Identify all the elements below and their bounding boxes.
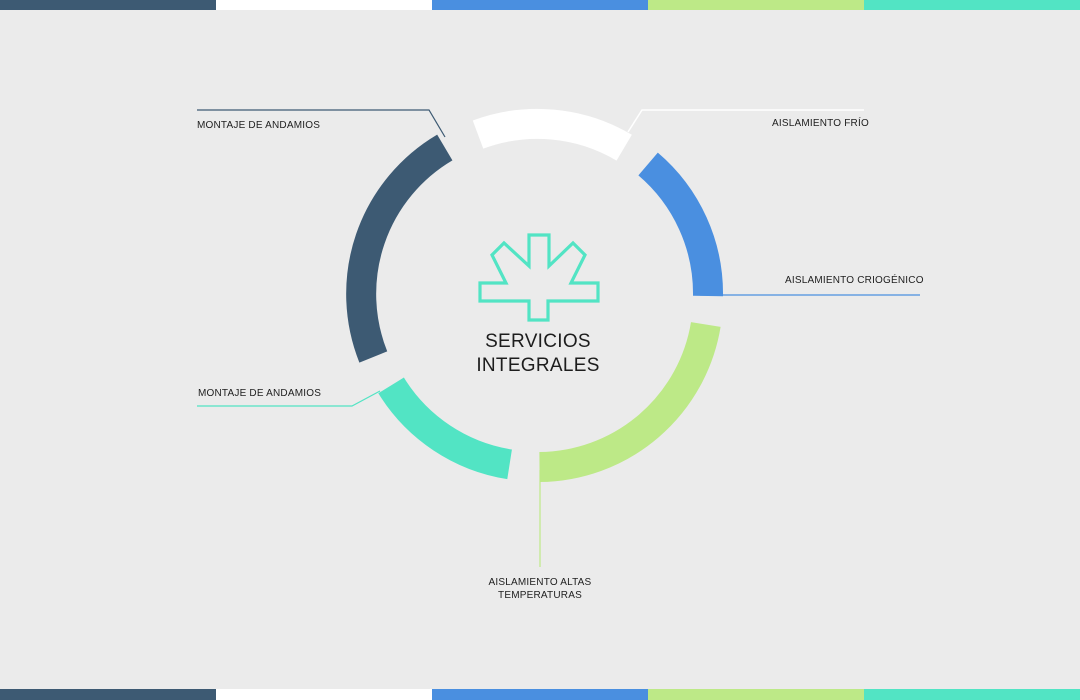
center-title-line2: INTEGRALES bbox=[476, 355, 600, 376]
label-montaje-andamios-top: MONTAJE DE ANDAMIOS bbox=[197, 120, 321, 131]
center-title-line1: SERVICIOS bbox=[485, 331, 591, 352]
label-altas-line1: AISLAMIENTO ALTAS bbox=[488, 577, 592, 588]
segment-aislamiento-frio[interactable] bbox=[472, 108, 632, 161]
label-altas-line2: TEMPERATURAS bbox=[498, 590, 582, 601]
center-title: SERVICIOS INTEGRALES bbox=[438, 330, 638, 378]
stripe-light-green bbox=[648, 0, 864, 10]
stripe-light-green bbox=[648, 689, 864, 700]
stripe-mint bbox=[864, 0, 1080, 10]
label-montaje-andamios-bottom: MONTAJE DE ANDAMIOS bbox=[198, 388, 322, 399]
label-aislamiento-frio: AISLAMIENTO FRÍO bbox=[772, 118, 869, 129]
stripe-white bbox=[216, 689, 432, 700]
top-color-stripe bbox=[0, 0, 1080, 10]
segment-montaje-andamios-bottom[interactable] bbox=[378, 377, 513, 480]
leader-line-montaje-andamios-top bbox=[197, 109, 446, 138]
segment-aislamiento-altas-temperaturas[interactable] bbox=[539, 321, 721, 482]
stripe-blue bbox=[432, 689, 648, 700]
stripe-dark-blue bbox=[0, 0, 216, 10]
stripe-mint bbox=[864, 689, 1080, 700]
stripe-white bbox=[216, 0, 432, 10]
asterisk-cross-logo-icon bbox=[478, 233, 600, 322]
segment-montaje-andamios-top[interactable] bbox=[346, 134, 453, 363]
segment-aislamiento-criogenico[interactable] bbox=[638, 152, 724, 297]
stripe-blue bbox=[432, 0, 648, 10]
label-aislamiento-criogenico: AISLAMIENTO CRIOGÉNICO bbox=[785, 275, 924, 286]
bottom-color-stripe bbox=[0, 689, 1080, 700]
leader-line-aislamiento-frio bbox=[627, 109, 864, 133]
label-aislamiento-altas-temperaturas: AISLAMIENTO ALTAS TEMPERATURAS bbox=[440, 576, 640, 602]
leader-line-montaje-andamios-bottom bbox=[197, 390, 381, 407]
stripe-dark-blue bbox=[0, 689, 216, 700]
